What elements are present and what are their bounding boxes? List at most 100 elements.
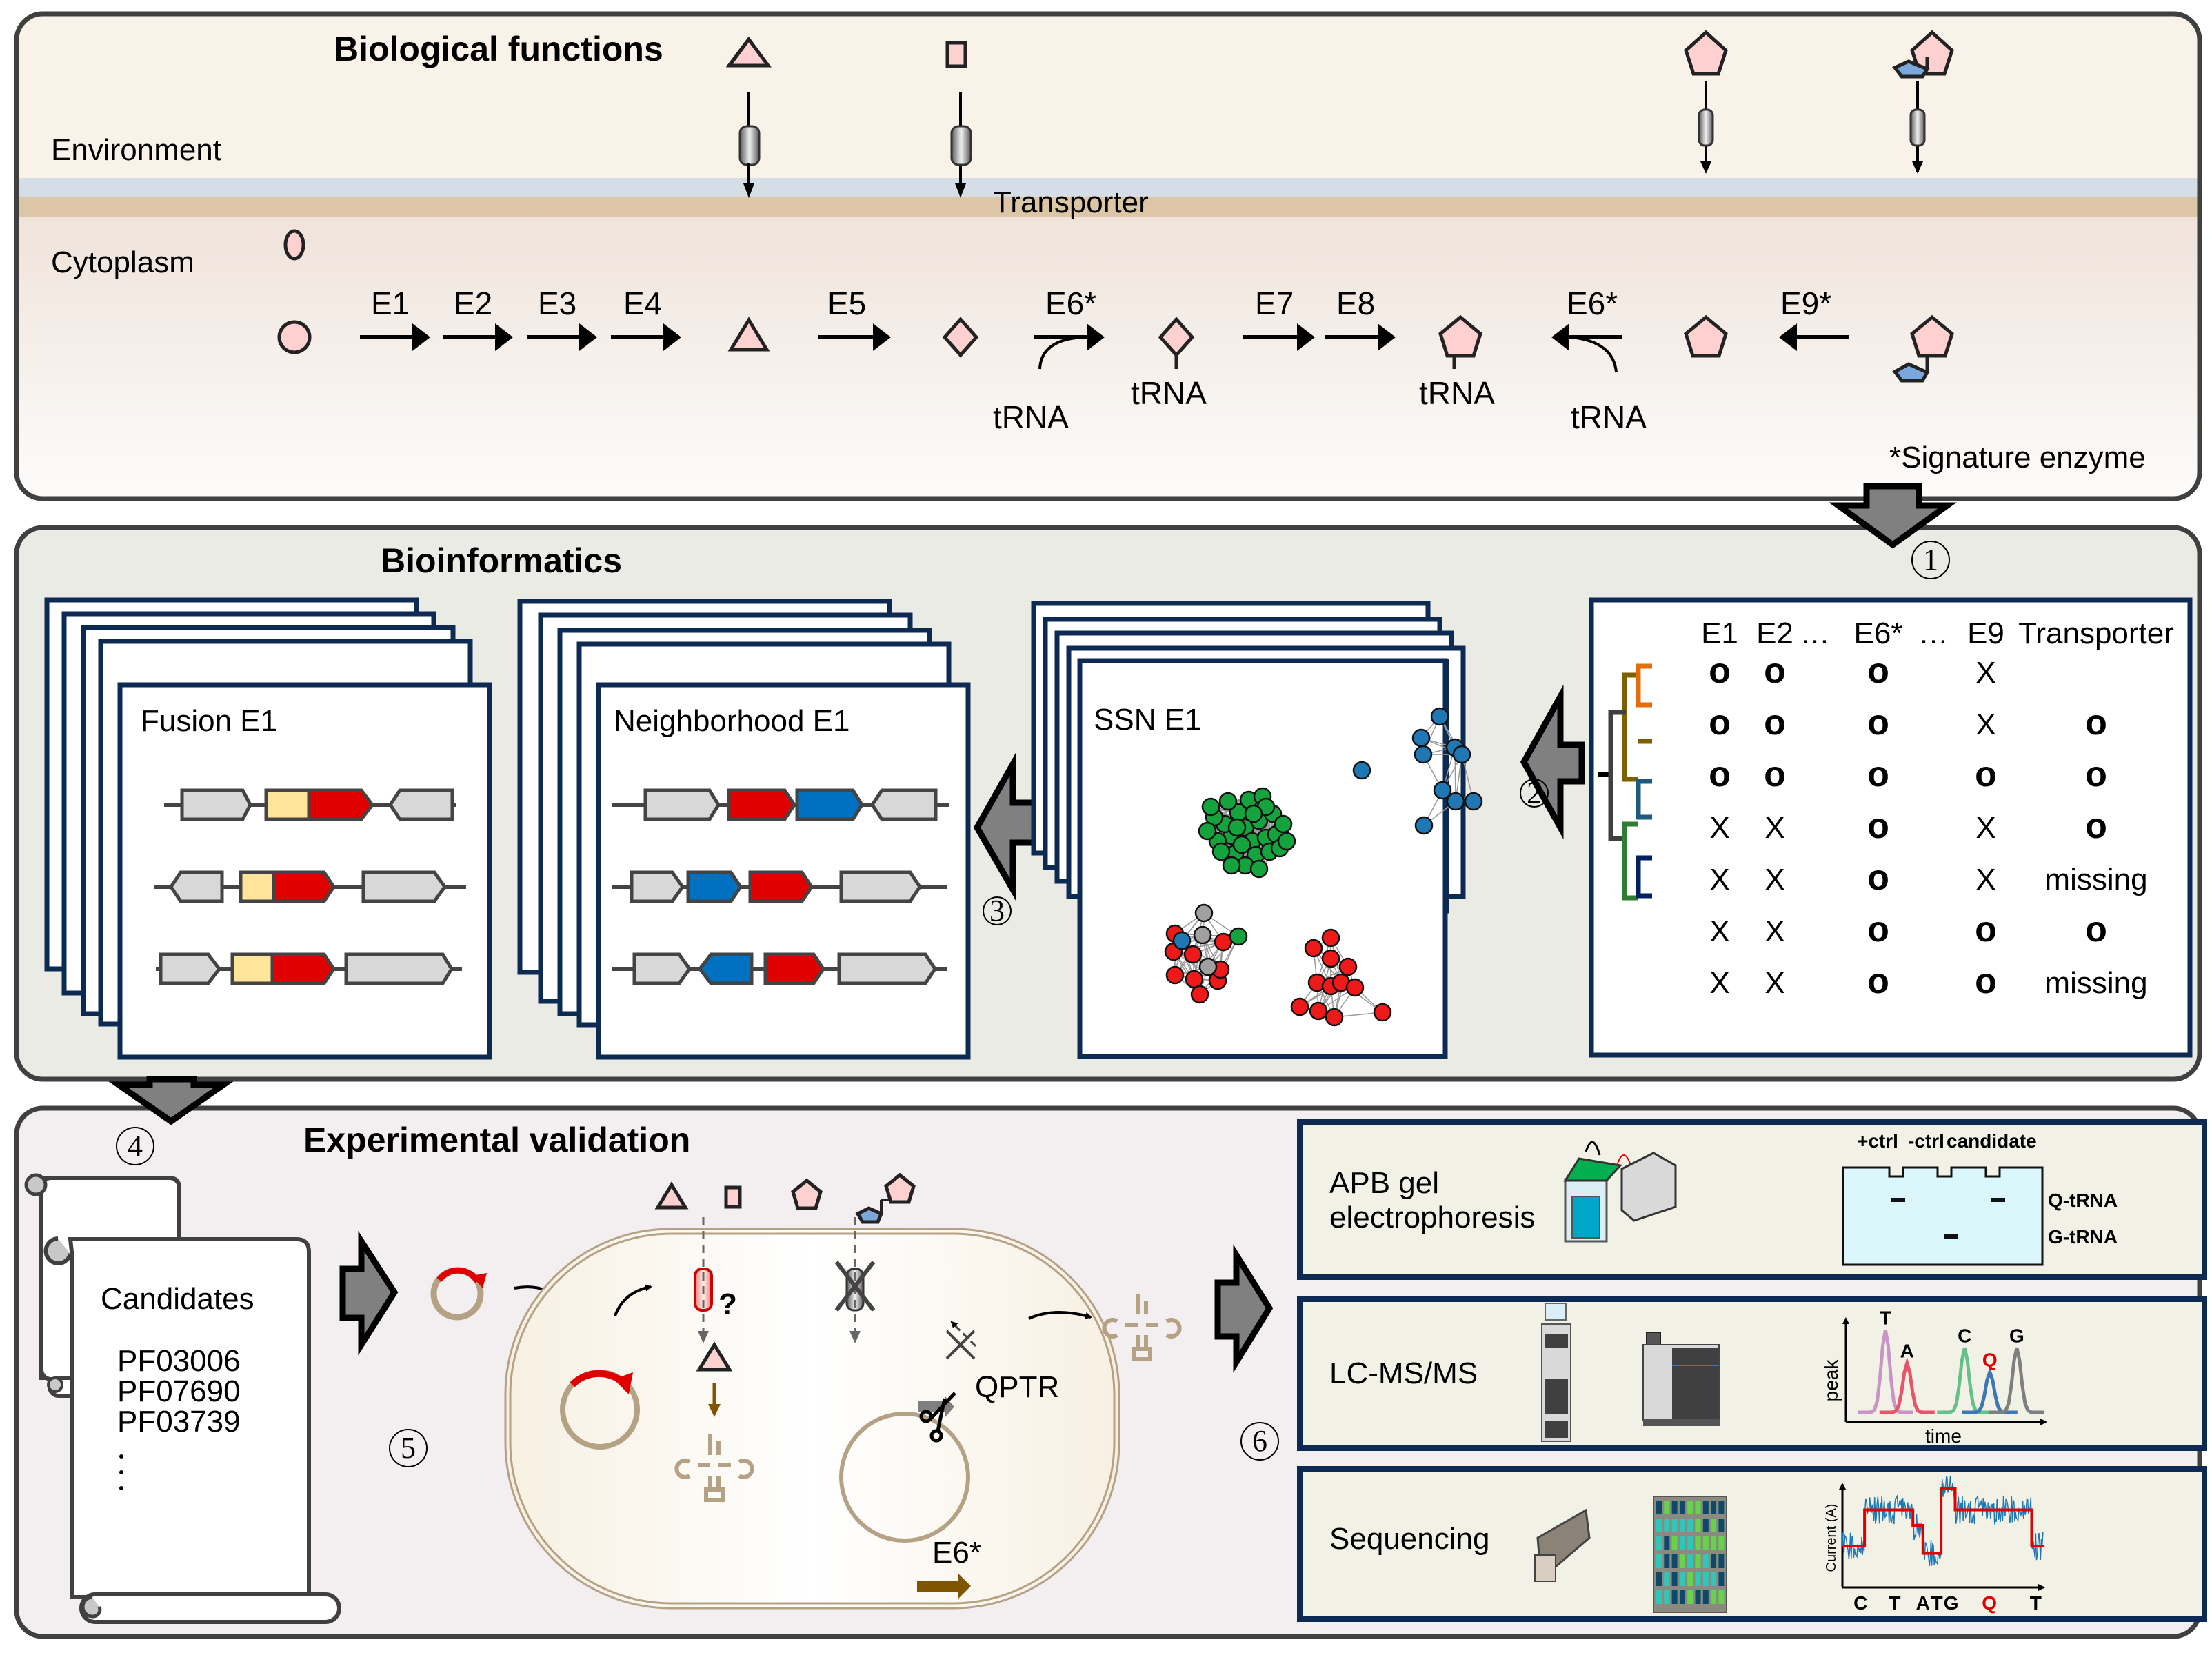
table-cell: X [1975,811,1995,845]
enzyme-label: E4 [623,285,662,321]
method-label: LC-MS/MS [1329,1356,1478,1390]
ssn-node [1277,832,1296,851]
y-axis-label: Current (A) [1824,1504,1839,1572]
table-cell: o [1867,806,1889,846]
svg-text:Transporter: Transporter [2018,617,2174,650]
flowcell-pore [1695,1554,1701,1568]
ssn-node [1414,745,1433,764]
flow-arrow-down-icon [1829,483,1957,549]
table-cell: X [1709,914,1729,948]
flowcell-pore [1718,1501,1725,1514]
flow-arrow-left-icon [973,752,1039,901]
flowcell-pore [1679,1501,1685,1514]
flowcell-pore [1718,1554,1725,1568]
enzyme-label: E6* [1045,285,1096,321]
method-label: electrophoresis [1329,1201,1535,1234]
card-title: SSN E1 [1094,703,1202,737]
enzyme-labels: E1 E2 E3 E4 E5 E6* E7 E8 E6* E9* [371,285,1831,321]
flow-arrow-left-icon [1520,684,1585,840]
svg-text:E2: E2 [1756,617,1793,650]
flowcell-pore [1664,1501,1670,1514]
table-cell: o [1975,754,1997,794]
unknown-transporter-question-mark: ? [718,1288,737,1321]
chromatogram-peak [1858,1329,1913,1414]
band-label: G-tRNA [2048,1226,2118,1248]
enzyme-label: E7 [1255,285,1294,321]
table-cell: o [1764,754,1786,794]
trna-icon [674,1434,754,1502]
candidates-heading: Candidates [101,1282,254,1316]
method-label: APB gel [1329,1166,1439,1200]
flowcell-pore [1718,1519,1725,1532]
environment-label: Environment [51,133,221,167]
ssn-node [1165,965,1185,985]
flowcell-pore [1671,1572,1678,1586]
flowcell-pore [1656,1519,1662,1532]
base-label: Q [1982,1592,1997,1614]
peak-label: G [2009,1325,2024,1346]
ssn-node [1198,957,1218,976]
panel-title: Bioinformatics [381,541,622,580]
candidate-item[interactable]: PF03006 [117,1344,241,1378]
base-label: T [2030,1592,2042,1614]
triangle-molecule-icon [726,36,772,68]
ssn-node [1338,957,1358,976]
flowcell-pore [1695,1572,1701,1586]
ssn-nodes [1164,707,1483,1027]
triangle-molecule-icon [696,1341,733,1372]
flowcell-pore [1679,1554,1685,1568]
enzyme-label: E1 [371,285,410,321]
ssn-node [1345,978,1365,997]
flowcell-pore [1687,1572,1693,1586]
table-cell: X [1764,811,1784,845]
flowcell-pore [1695,1590,1701,1604]
table-cell: missing [2044,863,2147,896]
ssn-network-graph [1164,707,1483,1027]
enzyme-label: E5 [827,285,866,321]
step-marker-2: 2 [1527,776,1542,810]
gel-image: +ctrl -ctrl candidate Q-tRNA G-tRNA [1842,1130,2118,1266]
ssn-node [1201,797,1220,817]
table-cell: o [2085,754,2107,794]
candidate-item[interactable]: PF03739 [117,1405,241,1439]
table-cell: o [1867,703,1889,743]
flow-arrow-down-icon [108,1076,234,1125]
flowcell-pore [1664,1590,1670,1604]
flowcell-pore [1656,1501,1662,1514]
candidate-item[interactable]: PF07690 [117,1374,241,1408]
x-axis-label: time [1925,1425,1962,1447]
ssn-node [1198,821,1217,841]
table-cell: o [1709,651,1731,691]
gel-electrophoresis-apparatus-icon [1563,1141,1677,1243]
flowcell-pore [1702,1590,1709,1604]
flowcell-pore [1711,1501,1717,1514]
flowcell-pore [1687,1554,1693,1568]
step-marker-3: 3 [989,894,1005,928]
flowcell-pore [1702,1501,1709,1514]
chromatogram-peak [1879,1356,1935,1414]
ssn-node [1373,1003,1392,1022]
sugar-moiety-icon [855,1206,884,1224]
sugar-moiety-icon [1892,362,1930,383]
flowcell-pore [1671,1590,1678,1604]
flowcell-pore [1671,1554,1678,1568]
table-cell: X [1975,708,1995,741]
method-apb-gel[interactable]: APB gel electrophoresis +ctrl -ctrl cand… [1297,1119,2207,1280]
precursor-molecule-icon [283,229,305,261]
table-cell: o [1764,703,1786,743]
ssn-node [1249,859,1269,879]
pentagon-molecule-icon [1684,30,1728,76]
enzyme-label: E8 [1336,285,1375,321]
nanopore-sequencer-icon [1534,1508,1591,1582]
table-cell: o [1867,651,1889,691]
ssn-node [1232,835,1251,854]
ssn-node [1194,903,1214,923]
ssn-node [1352,761,1371,780]
table-cell: o [2085,910,2107,950]
table-cell: X [1764,863,1784,896]
flowcell-pore [1656,1536,1662,1550]
